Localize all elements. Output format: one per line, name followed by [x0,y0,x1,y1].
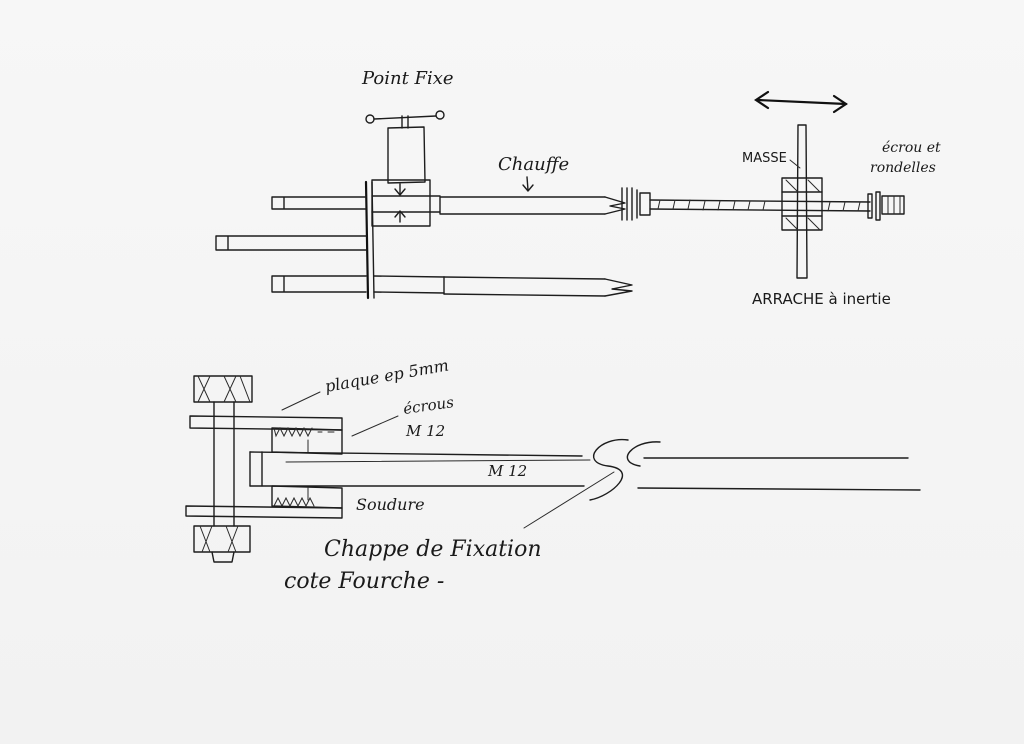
label-ecrous-et: écrou et [882,140,941,156]
middle-fork-rod [215,235,367,251]
label-rondelles: rondelles [870,160,936,176]
lower-plate [185,505,343,519]
label-soudure: Soudure [356,495,425,514]
label-point-fixe: Point Fixe [361,68,454,89]
m12-threaded-rod [249,451,591,487]
clevis-leader [523,471,615,529]
label-plaque-ep: plaque ep 5mm [323,355,450,395]
label-ecrous: écrous [402,393,455,418]
bottom-figure [185,375,921,563]
upper-plate [189,415,343,431]
label-masse: MASSE [742,151,787,166]
lower-fork-rod [271,275,367,293]
upper-fork-rod [271,196,367,210]
motion-double-arrow [754,90,848,114]
fixed-point-anchor [365,110,445,184]
end-nut-washers [867,191,905,221]
break-symbol [589,438,921,501]
label-arrache-inertie: ARRACHE à inertie [752,290,891,308]
nut-leader [351,415,399,437]
label-m12-nut: M 12 [405,422,445,440]
heated-tube [439,196,606,215]
plate-leader [281,391,321,411]
top-figure [215,90,905,300]
bolt-shank [213,401,235,527]
upper-m12-nut [271,426,343,455]
label-chauffe: Chauffe [498,154,569,175]
vertical-plate [364,180,370,300]
label-m12-rod: M 12 [487,462,527,480]
slide-hammer-mass [781,124,823,279]
bolt-head-bottom [193,525,251,563]
clamp-block [371,179,441,227]
bolt-head-top [193,375,253,403]
label-chappe-de-fixation: Chappe de Fixation [324,537,542,562]
label-cote-fourche: cote Fourche - [284,569,444,594]
threaded-connector [621,187,871,221]
lower-m12-nut [271,485,343,509]
